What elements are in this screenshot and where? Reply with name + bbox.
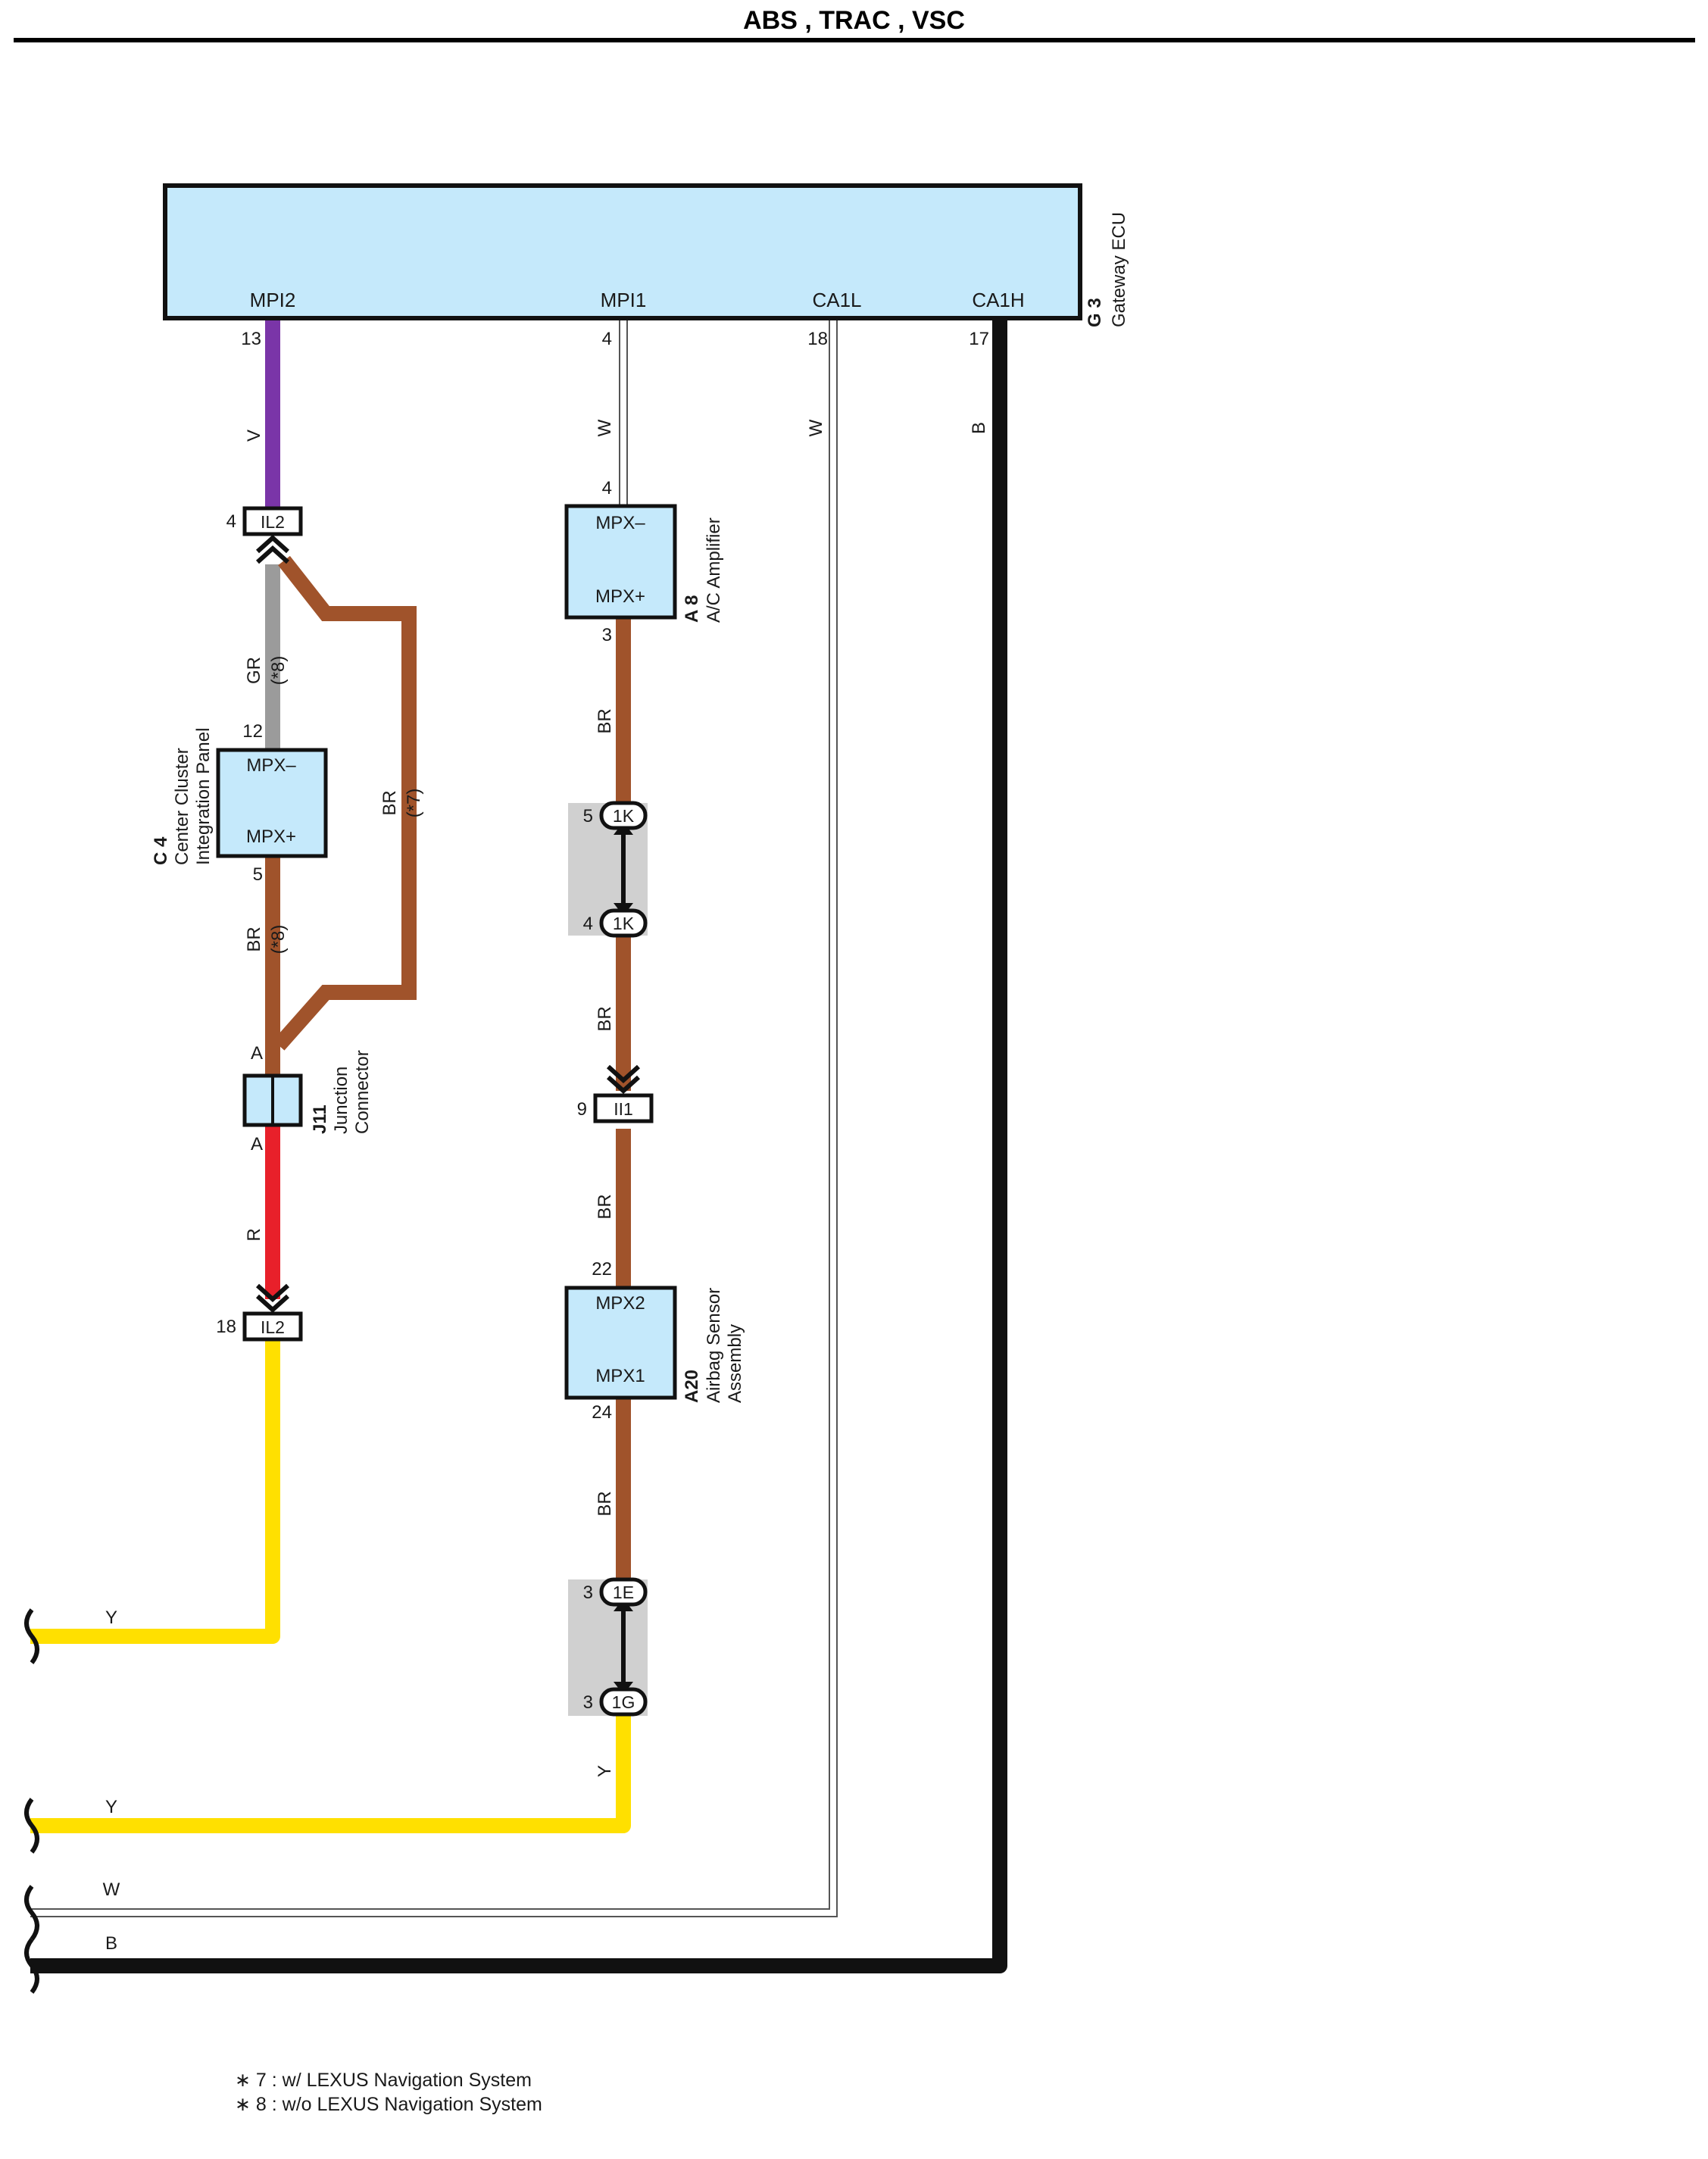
header-rule: [14, 38, 1695, 42]
component-a8-box[interactable]: [564, 504, 677, 620]
connector-il2-top-pin: 4: [226, 511, 236, 532]
terminal-mpi1: MPI1: [601, 289, 647, 311]
wire-y-1[interactable]: [30, 1341, 280, 1644]
pin-mpi2: 13: [241, 329, 261, 349]
connector-1e-pin: 3: [583, 1583, 593, 1603]
connector-1g-pin: 3: [583, 1692, 593, 1713]
connector-1g[interactable]: [599, 1687, 648, 1717]
connector-1k-bottom-pin: 4: [583, 914, 593, 934]
wire-br-loop[interactable]: [273, 555, 417, 1051]
connector-ii1-label: II1: [614, 1099, 633, 1119]
junction-j11-name-1: Junction: [331, 1067, 351, 1134]
component-a20-name-1: Airbag Sensor: [704, 1288, 724, 1403]
chevron-down-icon: [255, 1283, 290, 1314]
wire-label-r: R: [244, 1228, 264, 1241]
component-c4-pin-top: 12: [242, 721, 263, 742]
component-a8-terminal-2: MPX+: [595, 586, 645, 607]
component-a8-pin-bottom: 3: [602, 625, 612, 645]
wire-label-br-loop: BR: [379, 790, 400, 815]
connector-1e-label: 1E: [613, 1583, 634, 1602]
gateway-code: G 3: [1085, 298, 1105, 327]
terminal-ca1l: CA1L: [812, 289, 861, 311]
chevron-down-icon: [606, 1064, 641, 1095]
footnote-8: ∗ 8 : w/o LEXUS Navigation System: [235, 2094, 542, 2115]
connector-il2-bottom-pin: 18: [216, 1317, 236, 1337]
connector-ii1[interactable]: [593, 1093, 654, 1123]
connector-1k-top-pin: 5: [583, 806, 593, 826]
connector-1k-bottom-label: 1K: [613, 914, 635, 933]
terminal-ca1h: CA1H: [972, 289, 1024, 311]
wire-b-ca1h[interactable]: [30, 318, 1007, 1973]
component-c4-box[interactable]: [216, 748, 328, 858]
junction-j11-pin-bottom: A: [251, 1134, 263, 1154]
component-c4-pin-bottom: 5: [253, 864, 263, 885]
footnote-7: ∗ 7 : w/ LEXUS Navigation System: [235, 2070, 532, 2091]
gateway-name: Gateway ECU: [1109, 212, 1129, 327]
terminal-mpi2: MPI2: [250, 289, 296, 311]
wire-label-br-3: BR: [595, 1194, 615, 1219]
component-a20-pin-top: 22: [592, 1259, 612, 1279]
component-a8-terminal-1: MPX–: [595, 513, 645, 533]
connector-1k-top-label: 1K: [613, 806, 635, 826]
component-a20-name-2: Assembly: [725, 1324, 745, 1403]
wire-label-bottom-y1: Y: [105, 1608, 117, 1628]
connector-1k-bottom[interactable]: [599, 908, 648, 938]
component-a20-pin-bottom: 24: [592, 1402, 612, 1423]
junction-j11-code: J11: [310, 1104, 330, 1134]
wire-label-v: V: [244, 430, 264, 442]
wire-label-br-c4: BR: [244, 926, 264, 951]
connector-1g-label: 1G: [612, 1692, 635, 1712]
wire-label-bottom-b: B: [105, 1933, 117, 1954]
page-title: ABS , TRAC , VSC: [743, 6, 965, 35]
component-c4-code: C 4: [151, 836, 171, 865]
connector-il2-top-label: IL2: [261, 512, 285, 532]
wire-w-ca1l[interactable]: [30, 318, 836, 1916]
chevron-up-icon: [255, 534, 290, 564]
wire-y-2[interactable]: [30, 1716, 631, 1833]
junction-j11-pin-top: A: [251, 1043, 263, 1064]
pin-mpi1: 4: [602, 329, 612, 349]
wire-label-y-a20: Y: [595, 1765, 615, 1777]
wire-label-b-ca1h: B: [969, 422, 989, 434]
wire-label-bottom-w: W: [103, 1879, 120, 1900]
pin-ca1l: 18: [807, 329, 828, 349]
wire-label-gr-note: (*8): [268, 656, 289, 686]
component-a8-name: A/C Amplifier: [704, 517, 724, 623]
wire-label-br-loop-note: (*7): [404, 789, 424, 818]
component-a8-pin-top: 4: [602, 478, 612, 498]
component-c4-name-1: Center Cluster: [172, 748, 192, 865]
component-c4-name-2: Integration Panel: [193, 728, 214, 865]
connector-il2-bottom[interactable]: [242, 1311, 303, 1342]
connector-il2-top[interactable]: [242, 506, 303, 536]
footnotes: ∗ 7 : w/ LEXUS Navigation System ∗ 8 : w…: [235, 2068, 542, 2117]
wire-label-gr: GR: [244, 657, 264, 684]
component-c4-terminal-2: MPX+: [246, 826, 296, 847]
pin-ca1h: 17: [969, 329, 989, 349]
connector-ii1-pin: 9: [577, 1099, 587, 1120]
component-a20-terminal-2: MPX1: [595, 1366, 645, 1386]
component-a8-code: A 8: [682, 595, 702, 623]
wire-label-br-c4-note: (*8): [268, 925, 289, 955]
wire-label-br-1: BR: [595, 708, 615, 733]
wire-label-w-ca1l: W: [806, 419, 826, 436]
wire-label-br-2: BR: [595, 1006, 615, 1031]
wire-break-symbols: [24, 1608, 39, 1994]
wire-label-w-mpi1: W: [595, 419, 615, 436]
wire-label-bottom-y2: Y: [105, 1797, 117, 1817]
gateway-ecu-box[interactable]: [163, 183, 1082, 320]
junction-j11-name-2: Connector: [352, 1050, 373, 1134]
component-a20-box[interactable]: [564, 1286, 677, 1400]
component-a20-code: A20: [682, 1370, 702, 1403]
wire-label-br-4: BR: [595, 1491, 615, 1516]
connector-il2-bottom-label: IL2: [261, 1317, 285, 1337]
connector-1k-top[interactable]: [599, 801, 648, 830]
component-a20-terminal-1: MPX2: [595, 1293, 645, 1314]
connector-1e[interactable]: [599, 1577, 648, 1607]
component-c4-terminal-1: MPX–: [246, 755, 296, 776]
